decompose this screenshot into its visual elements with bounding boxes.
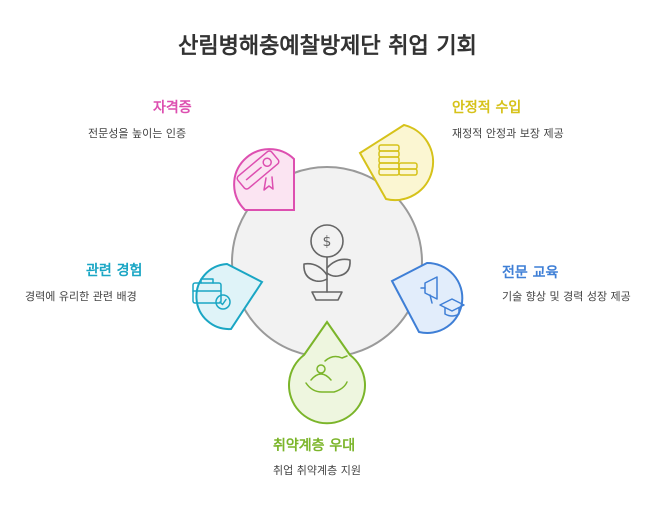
label-experience-desc: 경력에 유리한 관련 배경 [25, 290, 137, 303]
label-income-desc: 재정적 안정과 보장 제공 [452, 127, 564, 140]
label-education-desc: 기술 향상 및 경력 성장 제공 [502, 290, 631, 303]
label-certificate-desc: 전문성을 높이는 인증 [88, 127, 187, 140]
hand-person-icon [305, 355, 348, 393]
petal-income [358, 123, 435, 202]
petal-preference [288, 320, 366, 425]
label-income-title: 안정적 수입 [452, 100, 522, 116]
money-plant-icon: $ [303, 224, 351, 301]
label-certificate-title: 자격증 [153, 100, 192, 116]
label-experience-title: 관련 경험 [86, 263, 143, 279]
briefcase-gear-icon [192, 278, 231, 310]
page-title: 산림병해충예찰방제단 취업 기회 [178, 34, 477, 59]
label-preference-desc: 취업 취약계층 지원 [273, 464, 361, 477]
coins-icon [378, 144, 418, 176]
petal-education [390, 261, 465, 334]
megaphone-graduation-icon [420, 276, 465, 317]
certificate-icon [236, 150, 280, 191]
label-education-title: 전문 교육 [502, 265, 559, 281]
svg-text:$: $ [323, 234, 332, 250]
petal-experience [192, 262, 264, 331]
label-preference-title: 취약계층 우대 [273, 438, 356, 454]
petal-certificate [233, 148, 295, 211]
